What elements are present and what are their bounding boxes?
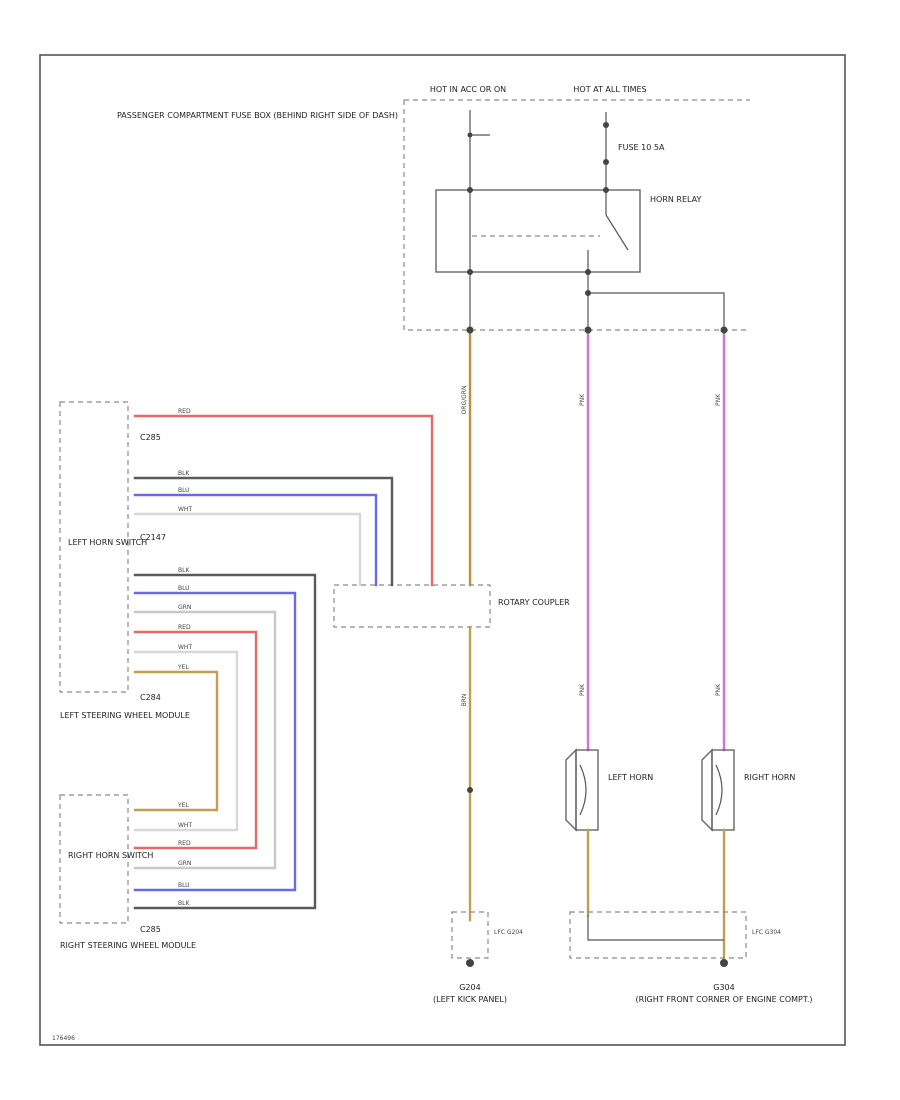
hot-run-label: HOT IN ACC OR ON [430, 85, 506, 94]
wire-label-grn: GRN [178, 604, 191, 611]
wire-label-blk: BLK [178, 900, 190, 907]
splice-dot [467, 187, 473, 193]
left-horn-switch-box [59, 401, 129, 693]
wire-label-yel: YEL [177, 664, 189, 671]
wire-label-grn: GRN [178, 860, 191, 867]
connector-pin [584, 326, 592, 334]
wire-label-red: RED [178, 624, 191, 631]
fuse-label: FUSE 10 5A [618, 143, 665, 152]
wire-label-blu: BLU [178, 487, 190, 494]
fuse-box-label: PASSENGER COMPARTMENT FUSE BOX (BEHIND R… [117, 111, 398, 120]
wire-label-org-grn: ORG/GRN [461, 386, 468, 415]
ground-point-right [720, 959, 728, 967]
right-wheel-module-label: RIGHT STEERING WHEEL MODULE [60, 941, 196, 950]
horn-relay-box [435, 189, 641, 273]
right-horn-switch-box [59, 794, 129, 924]
ground-left-box-label: LFC G204 [494, 929, 523, 936]
left-horn [565, 748, 599, 832]
link-wire-blu [133, 591, 297, 892]
switch-wire-blu [133, 493, 378, 587]
left-horn-label: LEFT HORN [608, 773, 653, 782]
switch-wire-blk [133, 476, 394, 587]
wire-label-red: RED [178, 840, 191, 847]
wire-label-brn: BRN [461, 694, 468, 707]
link-wire-grn [133, 610, 277, 870]
connector-pin [720, 326, 728, 334]
splice-dot [467, 269, 473, 275]
ground-left-label: G204 [459, 983, 480, 992]
connector-c-mid: C2147 [140, 533, 166, 542]
splice-dot [585, 290, 591, 296]
link-wire-yel [133, 670, 219, 812]
wire-label-pink: PNK [715, 683, 722, 696]
connector-c-right: C285 [140, 925, 161, 934]
connector-c-top: C285 [140, 433, 161, 442]
connector-pin [467, 787, 473, 793]
relay-out-branch [588, 292, 725, 330]
wire-label-blu: BLU [178, 882, 190, 889]
rotary-coupler-box [333, 584, 491, 628]
ground-right-box [569, 911, 747, 959]
figure-id: 176496 [52, 1035, 75, 1042]
wire-label-pink: PNK [579, 393, 586, 406]
right-horn-label: RIGHT HORN [744, 773, 795, 782]
right-horn-switch-label: RIGHT HORN SWITCH [68, 851, 153, 860]
fuse-terminal [603, 122, 609, 128]
switch-wire-red [133, 414, 434, 587]
left-wheel-module-label: LEFT STEERING WHEEL MODULE [60, 711, 190, 720]
link-wire-red [133, 630, 258, 850]
left-horn-switch-label: LEFT HORN SWITCH [68, 538, 147, 547]
ground-right-location: (RIGHT FRONT CORNER OF ENGINE COMPT.) [636, 995, 813, 1004]
connector-pin [466, 326, 474, 334]
wire-label-red: RED [178, 408, 191, 415]
relay-switch-contact [605, 192, 629, 251]
wire-label-pink: PNK [579, 683, 586, 696]
ground-left-location: (LEFT KICK PANEL) [433, 995, 507, 1004]
splice-dot [585, 269, 591, 275]
hot-all-label: HOT AT ALL TIMES [573, 85, 646, 94]
horn-relay-label: HORN RELAY [650, 195, 702, 204]
rotary-coupler-label: ROTARY COUPLER [498, 598, 570, 607]
ground-point-left [466, 959, 474, 967]
wire-label-blk: BLK [178, 567, 190, 574]
ground-right-label: G304 [713, 983, 734, 992]
right-horn [701, 748, 735, 832]
diagram-frame [39, 54, 846, 1046]
splice-dot [467, 132, 473, 138]
fuse-terminal [603, 159, 609, 165]
wire-label-wht: WHT [178, 822, 192, 829]
ground-bridge-wire [587, 915, 724, 941]
ground-left-box [451, 911, 489, 959]
wire-label-wht: WHT [178, 644, 192, 651]
splice-dot [603, 187, 609, 193]
wire-label-blu: BLU [178, 585, 190, 592]
wire-label-pink: PNK [715, 393, 722, 406]
wire-label-yel: YEL [177, 802, 189, 809]
fuse-box-outline [403, 99, 750, 331]
link-wire-blk [133, 573, 317, 910]
wire-label-blk: BLK [178, 470, 190, 477]
wire-label-wht: WHT [178, 506, 192, 513]
switch-wire-wht [133, 512, 362, 587]
connector-c-low: C284 [140, 693, 161, 702]
link-wire-wht [133, 650, 239, 832]
ground-right-box-label: LFC G304 [752, 929, 781, 936]
